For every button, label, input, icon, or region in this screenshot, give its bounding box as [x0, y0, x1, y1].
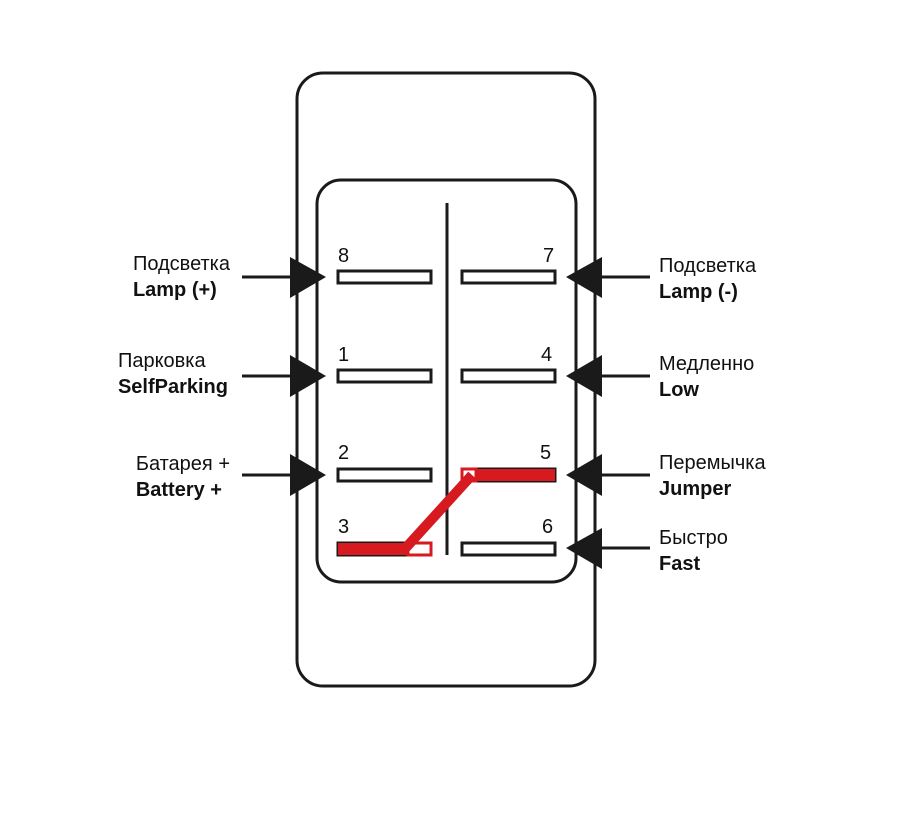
jumper-diagonal — [398, 471, 476, 556]
label-pin-4-ru: Медленно — [659, 353, 755, 375]
label-pin-2-en: Battery + — [135, 479, 222, 501]
label-pin-1: Парковка SelfParking — [118, 348, 228, 400]
label-pin-7-en: Lamp (-) — [659, 281, 738, 303]
label-pin-1-ru: Парковка — [117, 350, 206, 372]
label-pin-7: Подсветка Lamp (-) — [659, 253, 756, 305]
pin-number-6: 6 — [542, 516, 553, 538]
arrow-pin-8 — [242, 257, 326, 298]
terminal-8 — [336, 269, 433, 285]
label-pin-8-ru: Подсветка — [132, 253, 230, 275]
pin-number-3: 3 — [338, 516, 349, 538]
arrow-pin-5 — [566, 454, 650, 496]
pin-number-8: 8 — [338, 245, 349, 267]
terminal-6 — [460, 541, 557, 557]
terminal-4 — [460, 368, 557, 384]
pin-number-4: 4 — [541, 344, 552, 366]
terminal-1 — [336, 368, 433, 384]
jumper-pad-3 — [338, 543, 408, 555]
pin-number-7: 7 — [543, 245, 554, 267]
arrow-pin-1 — [242, 355, 326, 397]
label-pin-7-ru: Подсветка — [659, 255, 757, 277]
label-pin-2-ru: Батарея + — [135, 453, 230, 475]
pin-number-5: 5 — [540, 442, 551, 464]
label-pin-5-ru: Перемычка — [659, 452, 766, 474]
label-pin-4: Медленно Low — [659, 351, 754, 403]
label-pin-4-en: Low — [659, 379, 699, 401]
label-pin-1-en: SelfParking — [117, 376, 228, 398]
pin-number-2: 2 — [338, 442, 349, 464]
terminal-2 — [336, 467, 433, 483]
label-pin-6-en: Fast — [659, 553, 701, 575]
arrow-pin-7 — [566, 257, 650, 298]
arrow-pin-2 — [242, 454, 326, 496]
pin-number-1: 1 — [338, 344, 349, 366]
label-pin-2: Батарея + Battery + — [136, 451, 230, 503]
jumper-pad-5 — [476, 469, 555, 481]
label-pin-6-ru: Быстро — [659, 527, 728, 549]
label-pin-5-en: Jumper — [659, 478, 732, 500]
arrow-pin-6 — [566, 528, 650, 569]
label-pin-5: Перемычка Jumper — [659, 450, 766, 502]
label-pin-8: Подсветка Lamp (+) — [133, 251, 230, 303]
jumper-wire — [338, 467, 555, 557]
terminal-7 — [460, 269, 557, 285]
label-pin-6: Быстро Fast — [659, 525, 728, 577]
label-pin-8-en: Lamp (+) — [132, 279, 217, 301]
arrow-pin-4 — [566, 355, 650, 397]
